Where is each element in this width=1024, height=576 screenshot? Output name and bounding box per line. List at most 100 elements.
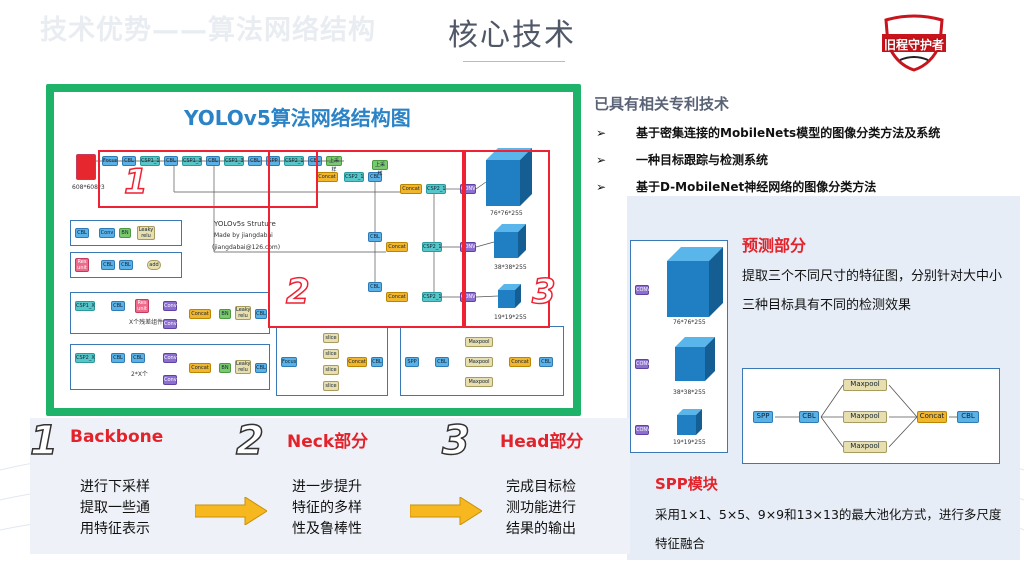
upsample-block-2: 上采样: [372, 160, 388, 177]
cbl-block-6: CBL: [368, 172, 382, 182]
legend-title: YOLOv5s Struture: [214, 220, 276, 228]
steps-band: [30, 418, 630, 554]
legend-csp1x-res: Res unit: [135, 299, 149, 313]
spp-img-maxpool-3: Maxpool: [843, 441, 887, 453]
step-desc-line: 用特征表示: [80, 521, 150, 537]
head-conv-1: CONV: [635, 285, 651, 295]
title-underline: [463, 61, 565, 62]
legend-res-cbl-1: CBL: [101, 260, 115, 270]
legend-res: Res unit CBL CBL add: [70, 252, 182, 278]
step-desc-line: 性及鲁棒性: [292, 521, 362, 537]
concat-block-3: Concat: [386, 242, 408, 252]
legend-made-by: Made by jiangdabai: [214, 232, 273, 239]
legend-csp2x-concat: Concat: [189, 363, 211, 373]
head-size-large: 76*76*255: [673, 319, 706, 326]
maxpool-1: Maxpool: [465, 337, 493, 347]
patent-item-1: ➢基于密集连接的MobileNets模型的图像分类方法及系统: [596, 124, 940, 141]
legend-csp2x-bn: BN: [219, 363, 231, 373]
region-number-2: 2: [285, 271, 310, 313]
arrow-right-icon: [195, 497, 267, 525]
patent-item-3: ➢ 基于D-MobileNet神经网络的图像分类方法: [596, 178, 876, 195]
spp-text: 采用1×1、5×5、9×9和13×13的最大池化方式，进行多尺度特征融合: [655, 507, 1002, 551]
legend-csp1x-cbl-2: CBL: [255, 309, 267, 319]
focus-concat: Concat: [347, 357, 367, 367]
spp-img-cbl-1: CBL: [799, 411, 819, 423]
concat-block-2: Concat: [400, 184, 422, 194]
legend-x-res: X个残差组件: [129, 319, 164, 326]
patent-heading: 已具有相关专利技术: [594, 95, 730, 113]
region-number-3: 3: [531, 271, 556, 313]
csp2-1-block-3: CSP2_1: [426, 184, 446, 194]
cbl-block-7: CBL: [368, 232, 382, 242]
spp-img-label: SPP: [753, 411, 773, 423]
step-desc-line: 进行下采样: [80, 479, 150, 495]
legend-csp1x-concat: Concat: [189, 309, 211, 319]
legend-csp2x-cbl-3: CBL: [255, 363, 267, 373]
head-cube-mid: [675, 337, 715, 381]
maxpool-3: Maxpool: [465, 377, 493, 387]
legend-csp2x-conv-2: Conv: [163, 375, 177, 385]
slice-4: slice: [323, 381, 339, 391]
spp-panel-label: SPP: [405, 357, 419, 367]
head-cube-small: [677, 409, 702, 435]
logo-text: 旧程守护者: [883, 38, 944, 52]
output-size-small: 19*19*255: [494, 314, 527, 321]
shield-icon: [882, 14, 946, 72]
input-size: 608*608*3: [72, 184, 105, 191]
output-cube-mid: [494, 224, 526, 258]
patent-text: 基于D-MobileNet神经网络的图像分类方法: [636, 180, 877, 194]
input-image: [76, 154, 96, 180]
legend-csp1x-bn: BN: [219, 309, 231, 319]
spp-panel: SPP CBL Maxpool Maxpool Maxpool Concat C…: [400, 326, 564, 396]
step-desc-head: 完成目标检 测功能进行 结果的输出: [506, 477, 576, 540]
focus-cbl: CBL: [371, 357, 383, 367]
legend-bn: BN: [119, 228, 131, 238]
step-desc-line: 完成目标检: [506, 479, 576, 495]
concat-block-4: Concat: [386, 292, 408, 302]
spp-title: SPP模块: [655, 475, 718, 493]
spp-img-cbl-2: CBL: [957, 411, 979, 423]
bullet-arrow-icon: ➢: [596, 180, 607, 194]
output-size-large: 76*76*255: [490, 210, 523, 217]
step-label-head: Head部分: [500, 432, 584, 452]
logo: 旧程守护者: [880, 14, 948, 72]
legend-csp1x-leaky: Leaky relu: [235, 306, 251, 320]
spp-panel-cbl-2: CBL: [539, 357, 553, 367]
prediction-text: 提取三个不同尺寸的特征图，分别针对大中小三种目标具有不同的检测效果: [742, 269, 1003, 313]
legend-leaky: Leaky relu: [137, 226, 155, 240]
head-region: [464, 150, 550, 328]
csp2-1-block-4: CSP2_1: [422, 242, 442, 252]
patent-text: 基于密集连接的MobileNets模型的图像分类方法及系统: [636, 126, 941, 140]
step-desc-line: 特征的多样: [292, 500, 362, 516]
step-number-2: 2: [235, 417, 264, 465]
head-size-mid: 38*38*255: [673, 389, 706, 396]
step-label-backbone: Backbone: [70, 427, 164, 447]
diagram-connectors: [96, 160, 499, 298]
spp-panel-cbl-1: CBL: [435, 357, 449, 367]
spp-panel-concat: Concat: [509, 357, 531, 367]
legend-two-x: 2*X个: [131, 371, 148, 378]
bullet-arrow-icon: ➢: [596, 153, 607, 167]
legend-res-label: Res unit: [75, 258, 89, 272]
focus-panel-label: Focus: [281, 357, 297, 367]
neck-region: [268, 150, 464, 328]
spp-img-maxpool-1: Maxpool: [843, 379, 887, 391]
yolov5-diagram: YOLOv5算法网络结构图 608*608*3 Focus CBL CSP1_1…: [46, 84, 581, 416]
legend-csp1x: CSP1_X CBL Res unit X个残差组件 Conv Conv Con…: [70, 292, 270, 334]
legend-res-cbl-2: CBL: [119, 260, 133, 270]
step-number-3: 3: [441, 417, 470, 465]
step-number-1: 1: [29, 417, 58, 465]
legend-csp2x-conv-1: Conv: [163, 353, 177, 363]
spp-img-maxpool-2: Maxpool: [843, 411, 887, 423]
legend-add: add: [147, 260, 161, 270]
legend-cbl: CBL Conv BN Leaky relu: [70, 220, 182, 246]
output-size-mid: 38*38*255: [494, 264, 527, 271]
step-desc-line: 结果的输出: [506, 521, 576, 537]
maxpool-2: Maxpool: [465, 357, 493, 367]
slice-2: slice: [323, 349, 339, 359]
conv-large: CONV: [460, 184, 476, 194]
legend-cbl-label: CBL: [75, 228, 89, 238]
legend-conv: Conv: [99, 228, 115, 238]
spp-img-connectors: [775, 384, 957, 448]
